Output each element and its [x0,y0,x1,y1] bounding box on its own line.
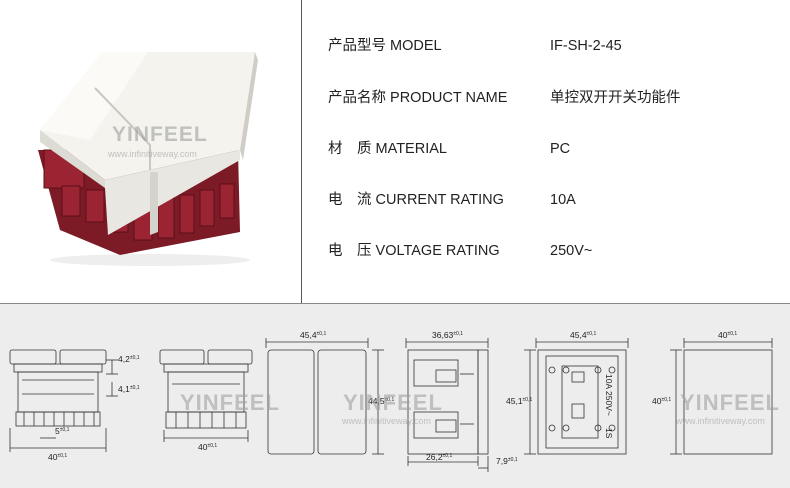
horizontal-divider [0,303,790,304]
spec-label: 材 质 MATERIAL [328,141,447,157]
spec-value: 单控双开开关功能件 [550,90,681,106]
outline-view [670,338,773,455]
technical-drawings: 4,2±0,1 4,1±0,1 5±0,1 40±0,1 40±0,1 45,4… [9,330,773,472]
watermark-brand-bottom-3: YINFEEL [680,390,780,415]
watermark-site-bottom-1: www.infinitiveway.com [342,416,431,426]
watermark-brand-bottom-2: YINFEEL [343,390,443,415]
rating-marking: 10A 250V~ [604,374,614,416]
watermark-site-top: www.infinitiveway.com [108,149,197,159]
vertical-divider [301,0,302,303]
dim-45-4-b: 45,4±0,1 [570,330,596,340]
spec-label: 产品型号 MODEL [328,38,442,54]
back-view [524,338,629,455]
front-view-cover [265,338,384,455]
dim-26-2: 26,2±0,1 [426,452,452,462]
dim-4-2: 4,2±0,1 [118,354,140,364]
dim-36-63: 36,63±0,1 [432,330,463,340]
spec-value: PC [550,141,571,157]
side-profile-view [405,338,489,472]
watermark-brand-top: YINFEEL [112,123,208,146]
top-section: YINFEEL www.infinitiveway.com 产品型号 MODEL… [38,0,681,303]
spec-value: 10A [550,192,576,208]
dim-45-1: 45,1±0,1 [506,396,532,406]
spec-label: 电 流 CURRENT RATING [328,192,504,208]
spec-value: IF-SH-2-45 [550,38,622,54]
dim-5: 5±0,1 [55,426,70,436]
dim-40-a: 40±0,1 [48,452,67,462]
watermark-site-bottom-2: www.infinitiveway.com [676,416,765,426]
dim-40-d: 40±0,1 [652,396,671,406]
side-view-2 [159,349,253,442]
product-photo [38,52,258,266]
spec-label: 产品名称 PRODUCT NAME [328,90,508,106]
watermark-brand-bottom-1: YINFEEL [180,390,280,415]
dim-40-c: 40±0,1 [718,330,737,340]
dim-40-b: 40±0,1 [198,442,217,452]
technical-drawing-section: 4,2±0,1 4,1±0,1 5±0,1 40±0,1 40±0,1 45,4… [0,304,790,488]
dim-4-1: 4,1±0,1 [118,384,140,394]
side-view-1 [9,349,118,452]
spec-value: 250V~ [550,243,593,259]
dim-7-9: 7,9±0,1 [496,456,518,466]
terminal-label: 1S [604,428,614,439]
dim-45-4: 45,4±0,1 [300,330,326,340]
dim-44-5: 44,5±0,1 [368,396,394,406]
spec-label: 电 压 VOLTAGE RATING [328,243,500,259]
